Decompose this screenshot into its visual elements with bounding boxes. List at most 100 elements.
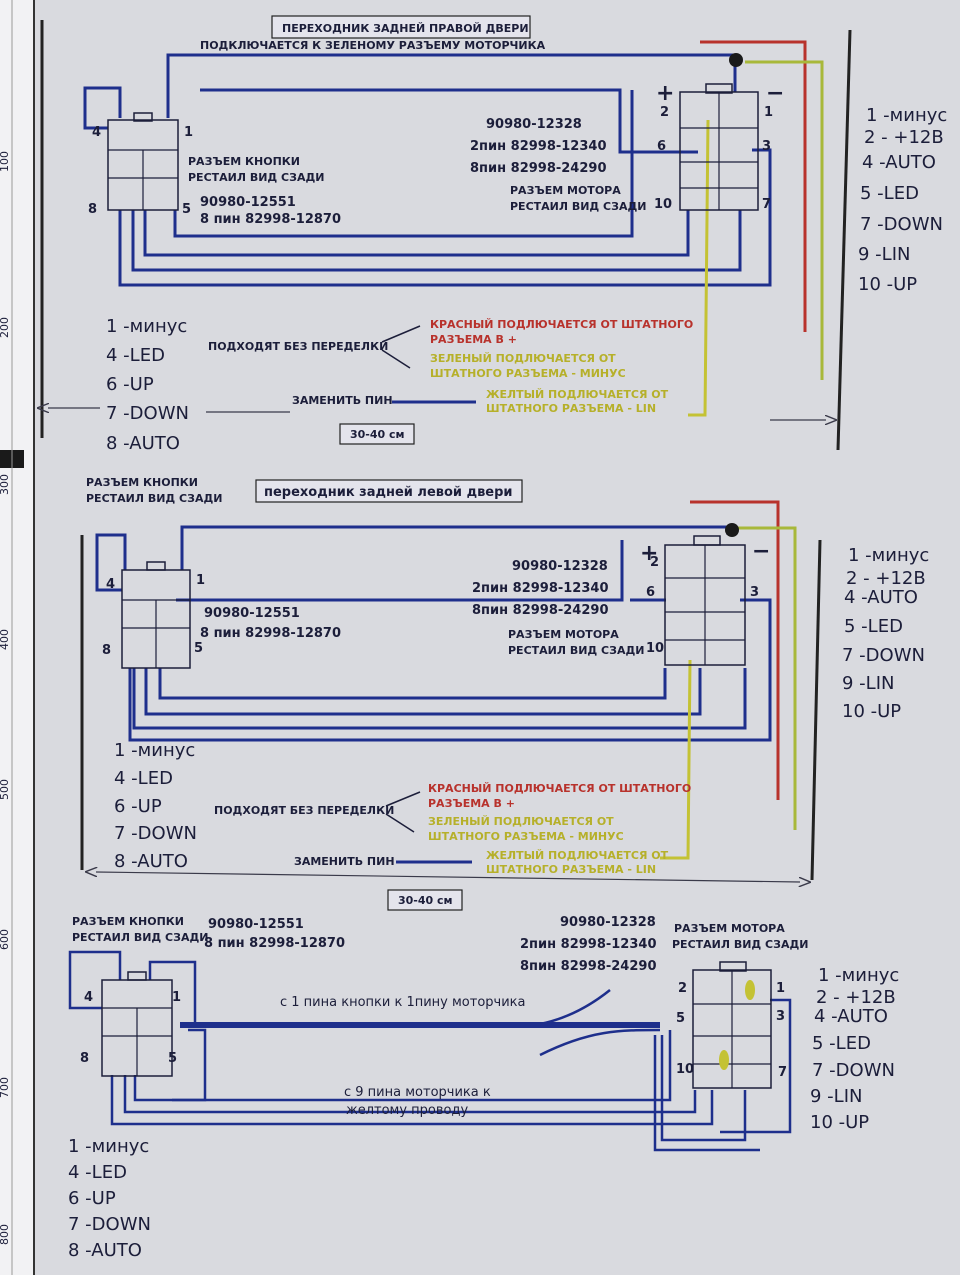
pin-label: 1 <box>172 990 181 1005</box>
pin-label: 6 <box>646 585 655 600</box>
motor-connector-label: РАЗЪЕМ МОТОРА <box>674 922 785 935</box>
pin-label: 2 <box>650 555 659 570</box>
button-pin-legend: 1 -минус <box>106 316 187 337</box>
button-connector-label: РАЗЪЕМ КНОПКИ <box>86 476 198 489</box>
motor-pin-legend: 7 -DOWN <box>860 214 943 235</box>
green-wire-note: ШТАТНОГО РАЗЪЕМА - МИНУС <box>430 367 626 380</box>
fit-note: ПОДХОДЯТ БЕЗ ПЕРЕДЕЛКИ <box>214 804 394 817</box>
yellow-wire-note: ЖЕЛТЫЙ ПОДЛЮЧАЕТСЯ ОТ <box>486 849 669 862</box>
splice-point <box>725 523 739 537</box>
button-pin-legend: 8 -AUTO <box>114 851 188 872</box>
pin-label: 5 <box>168 1051 177 1066</box>
ruler-label: 500 <box>0 779 11 800</box>
wires <box>83 40 824 417</box>
motor-part-number-8pin: 8пин 82998-24290 <box>470 161 607 176</box>
wires <box>68 950 792 1152</box>
pin-label: 1 <box>776 981 785 996</box>
pin-label: 5 <box>182 202 191 217</box>
button-part-number: 90980-12551 <box>200 195 296 210</box>
frame-right <box>810 539 822 881</box>
motor-part-number-8pin: 8пин 82998-24290 <box>520 959 657 974</box>
ruler-label: 100 <box>0 151 11 172</box>
green-wire-note: ЗЕЛЕНЫЙ ПОДЛЮЧАЕТСЯ ОТ <box>430 352 616 365</box>
motor-pin-legend: 1 -минус <box>848 545 929 566</box>
note-bracket <box>381 325 421 369</box>
button-pin-legend: 4 -LED <box>106 345 165 366</box>
pin-label: 6 <box>657 139 666 154</box>
section-right-rear-door: ПЕРЕХОДНИК ЗАДНЕЙ ПРАВОЙ ДВЕРИ ПОДКЛЮЧАЕ… <box>42 15 947 454</box>
motor-connector-label: РЕСТАИЛ ВИД СЗАДИ <box>510 200 646 213</box>
button-connector <box>107 112 179 211</box>
pin-label: 7 <box>778 1065 787 1080</box>
green-wire-note: ШТАТНОГО РАЗЪЕМА - МИНУС <box>428 830 624 843</box>
section-title-box <box>271 15 531 39</box>
motor-pin-legend: 7 -DOWN <box>812 1060 895 1081</box>
ruler-label: 700 <box>0 1077 11 1098</box>
red-wire-note: КРАСНЫЙ ПОДЛЮЧАЕТСЯ ОТ ШТАТНОГО <box>428 782 691 795</box>
section-subtitle: ПОДКЛЮЧАЕТСЯ К ЗЕЛЕНОМУ РАЗЪЕМУ МОТОРЧИК… <box>200 39 546 52</box>
pin-label: 4 <box>84 990 93 1005</box>
wire-note-pin9: желтому проводу <box>346 1103 468 1118</box>
button-part-number-8pin: 8 пин 82998-12870 <box>200 626 341 641</box>
ruler-label: 800 <box>0 1224 11 1245</box>
pin-label: 1 <box>764 105 773 120</box>
pin-label: 10 <box>654 197 672 212</box>
pin-label: 10 <box>676 1062 694 1077</box>
button-pin-legend: 6 -UP <box>106 374 154 395</box>
motor-part-number-2pin: 2пин 82998-12340 <box>520 937 657 952</box>
plus-sign: + <box>640 541 658 566</box>
yellow-wire-note: ШТАТНОГО РАЗЪЕМА - LIN <box>486 402 656 415</box>
button-part-number-8pin: 8 пин 82998-12870 <box>200 212 341 227</box>
pin-label: 4 <box>106 577 115 592</box>
red-wire-note: РАЗЪЕМА В + <box>430 333 517 346</box>
button-pin-legend: 8 -AUTO <box>68 1240 142 1261</box>
red-wire-note: РАЗЪЕМА В + <box>428 797 515 810</box>
button-pin-legend: 4 -LED <box>68 1162 127 1183</box>
button-connector-label: РЕСТАИЛ ВИД СЗАДИ <box>188 171 324 184</box>
motor-pin-legend: 9 -LIN <box>858 244 910 265</box>
yellow-wire-note: ШТАТНОГО РАЗЪЕМА - LIN <box>486 863 656 876</box>
pin-label: 2 <box>660 105 669 120</box>
motor-pin-legend: 10 -UP <box>810 1112 869 1133</box>
ruler-label: 200 <box>0 317 11 338</box>
button-pin-legend: 7 -DOWN <box>106 403 189 424</box>
ruler-strip <box>0 0 34 1275</box>
ruler-label: 300 <box>0 474 11 495</box>
red-wire-note: КРАСНЫЙ ПОДЛЮЧАЕТСЯ ОТ ШТАТНОГО <box>430 318 693 331</box>
button-pin-legend: 7 -DOWN <box>68 1214 151 1235</box>
button-pin-legend: 1 -минус <box>114 740 195 761</box>
button-connector-label: РЕСТАИЛ ВИД СЗАДИ <box>86 492 222 505</box>
section-title: переходник задней левой двери <box>264 485 513 500</box>
length-box <box>339 423 415 445</box>
motor-connector <box>664 535 746 666</box>
minus-sign: − <box>766 81 784 106</box>
button-pin-legend: 6 -UP <box>68 1188 116 1209</box>
green-wire-note: ЗЕЛЕНЫЙ ПОДЛЮЧАЕТСЯ ОТ <box>428 815 614 828</box>
button-connector <box>101 971 173 1077</box>
pin-label: 1 <box>196 573 205 588</box>
motor-part-number: 90980-12328 <box>486 117 582 132</box>
motor-pin-legend: 9 -LIN <box>842 673 894 694</box>
motor-pin-legend: 2 - +12В <box>846 568 926 589</box>
pin-label: 7 <box>762 197 771 212</box>
section-title-box <box>255 479 523 503</box>
pin-label: 2 <box>678 981 687 996</box>
motor-pin-legend: 10 -UP <box>842 701 901 722</box>
button-part-number: 90980-12551 <box>208 917 304 932</box>
motor-connector <box>692 961 772 1089</box>
wire-note-pin9: с 9 пина моторчика к <box>344 1085 491 1100</box>
motor-pin-legend: 5 -LED <box>812 1033 871 1054</box>
section-title: ПЕРЕХОДНИК ЗАДНЕЙ ПРАВОЙ ДВЕРИ <box>282 22 529 35</box>
motor-pin-legend: 5 -LED <box>844 616 903 637</box>
motor-pin-legend: 7 -DOWN <box>842 645 925 666</box>
button-pin-legend: 7 -DOWN <box>114 823 197 844</box>
motor-pin-legend: 4 -AUTO <box>844 587 918 608</box>
motor-pin-legend: 1 -минус <box>818 965 899 986</box>
frame-right <box>836 29 852 451</box>
button-pin-legend: 4 -LED <box>114 768 173 789</box>
motor-pin-legend: 4 -AUTO <box>862 152 936 173</box>
minus-sign: − <box>752 539 770 564</box>
button-part-number: 90980-12551 <box>204 606 300 621</box>
pin-label: 3 <box>776 1009 785 1024</box>
